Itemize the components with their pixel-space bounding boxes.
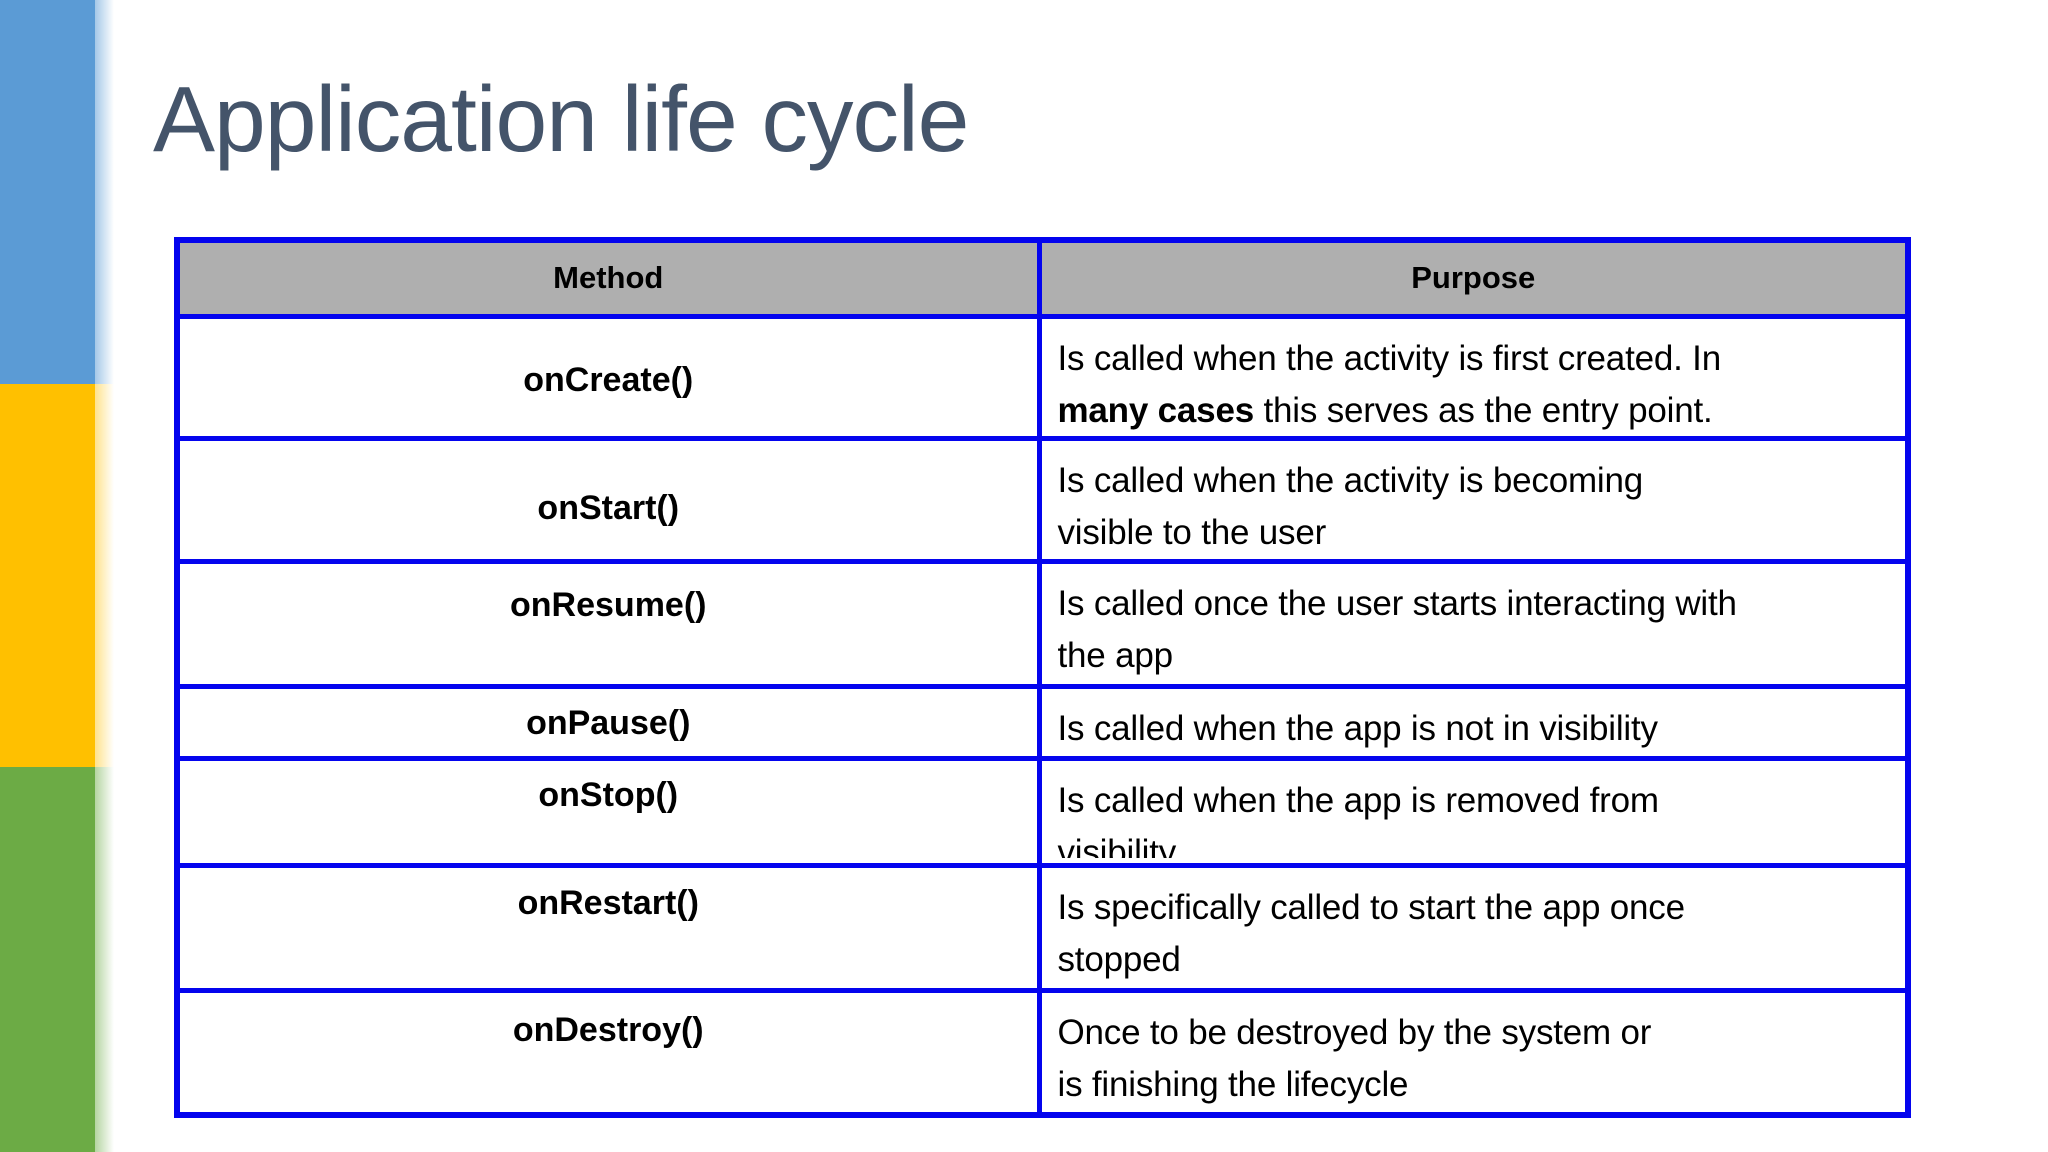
table-row-oncreate: onCreate() Is called when the activity i… — [174, 313, 1911, 441]
method-label: onStart() — [537, 488, 680, 527]
method-cell: onStart() — [174, 435, 1042, 564]
method-column-header: Method — [174, 237, 1042, 319]
purpose-cell: Is called when the activity is first cre… — [1036, 313, 1911, 441]
method-label: onPause() — [526, 703, 691, 742]
method-cell: onRestart() — [174, 862, 1042, 993]
table-row-onrestart: onRestart() Is specifically called to st… — [174, 862, 1911, 993]
method-cell: onStop() — [174, 755, 1042, 868]
accent-bar-blue-fade — [95, 0, 114, 384]
method-label: onResume() — [510, 585, 707, 624]
purpose-text: Is called once the user starts interacti… — [1057, 583, 1737, 675]
purpose-text: Is called when the app is removed from v… — [1057, 780, 1660, 858]
accent-bar-yellow — [0, 384, 95, 767]
purpose-cell: Is called when the app is not in visibil… — [1036, 683, 1911, 761]
table-row-onstop: onStop() Is called when the app is remov… — [174, 755, 1911, 868]
method-label: onCreate() — [523, 360, 694, 399]
purpose-cell: Is called when the activity is becoming … — [1036, 435, 1911, 564]
purpose-cell: Is called when the app is removed from v… — [1036, 755, 1911, 868]
method-cell: onDestroy() — [174, 987, 1042, 1118]
purpose-text: Is called when the activity is first cre… — [1042, 319, 1906, 431]
lifecycle-table: Method Purpose onCreate() Is called when… — [174, 237, 1911, 1118]
accent-bar-green — [0, 767, 95, 1152]
purpose-cell: Is called once the user starts interacti… — [1036, 558, 1911, 689]
method-label: onRestart() — [517, 883, 699, 922]
table-row-onstart: onStart() Is called when the activity is… — [174, 435, 1911, 564]
purpose-text: Is called when the activity is becoming … — [1057, 460, 1644, 552]
method-label: onDestroy() — [512, 1010, 704, 1049]
purpose-cell: Once to be destroyed by the system or is… — [1036, 987, 1911, 1118]
slide-title: Application life cycle — [153, 67, 969, 171]
purpose-column-header: Purpose — [1036, 237, 1911, 319]
method-cell: onResume() — [174, 558, 1042, 689]
purpose-text-part: this serves as the entry point. — [1253, 390, 1713, 430]
purpose-cell: Is specifically called to start the app … — [1036, 862, 1911, 993]
table-header-row: Method Purpose — [174, 237, 1911, 319]
method-cell: onPause() — [174, 683, 1042, 761]
purpose-text: Is specifically called to start the app … — [1057, 887, 1686, 979]
purpose-text-part: Is called when the activity is first cre… — [1057, 338, 1722, 378]
table-row-ondestroy: onDestroy() Once to be destroyed by the … — [174, 987, 1911, 1118]
purpose-text: Is called when the app is not in visibil… — [1057, 708, 1659, 748]
purpose-text-bold: many cases — [1057, 390, 1255, 430]
table-row-onpause: onPause() Is called when the app is not … — [174, 683, 1911, 761]
accent-bar-yellow-fade — [95, 384, 114, 767]
purpose-text: Once to be destroyed by the system or is… — [1057, 1012, 1652, 1104]
method-label: onStop() — [538, 775, 679, 814]
accent-bar-blue — [0, 0, 95, 384]
table-row-onresume: onResume() Is called once the user start… — [174, 558, 1911, 689]
method-cell: onCreate() — [174, 313, 1042, 441]
accent-bar-green-fade — [95, 767, 114, 1152]
